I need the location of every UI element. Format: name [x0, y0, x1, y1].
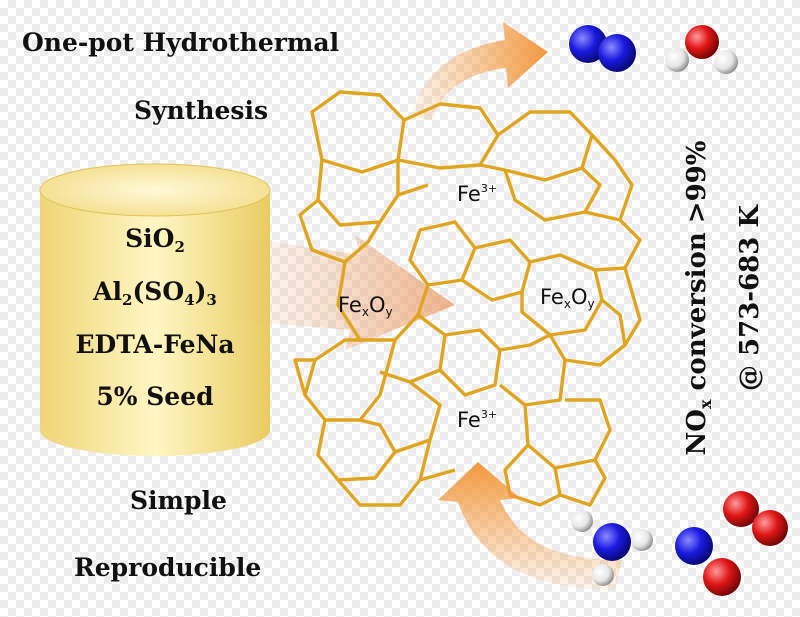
reactant-edta-fena: EDTA-FeNa	[75, 330, 235, 359]
h2o-molecule-icon	[665, 25, 738, 74]
conversion-line-2: @ 573-683 K	[735, 204, 765, 392]
title-line-2: Synthesis	[134, 96, 269, 125]
nh3-molecule-icon	[571, 510, 653, 586]
feature-simple: Simple	[130, 486, 227, 515]
conversion-line-1: NOx conversion >99%	[682, 140, 715, 456]
fe-ion-label-bottom: Fe3+	[457, 408, 498, 432]
no-molecule-icon	[675, 527, 741, 596]
o2-molecule-icon	[723, 491, 788, 546]
reactant-cylinder	[39, 163, 271, 456]
title-line-1: One-pot Hydrothermal	[22, 28, 340, 57]
feature-reproducible: Reproducible	[74, 553, 262, 582]
entry-arrow	[438, 462, 622, 590]
n2-molecule-icon	[569, 25, 636, 72]
reactant-sio2: SiO2	[125, 224, 185, 256]
fe-oxide-label-right: FexOy	[540, 285, 595, 311]
transfer-arrow	[230, 235, 455, 350]
fe-oxide-label-left: FexOy	[338, 293, 393, 319]
reactant-aluminium-sulfate: Al2(SO4)3	[93, 277, 217, 309]
conversion-label: NOx conversion >99% @ 573-683 K	[675, 68, 765, 528]
exit-arrow	[412, 22, 548, 120]
fe-ion-label-top: Fe3+	[457, 182, 498, 206]
zeolite-framework	[293, 90, 642, 507]
reactant-seed: 5% Seed	[96, 382, 214, 411]
